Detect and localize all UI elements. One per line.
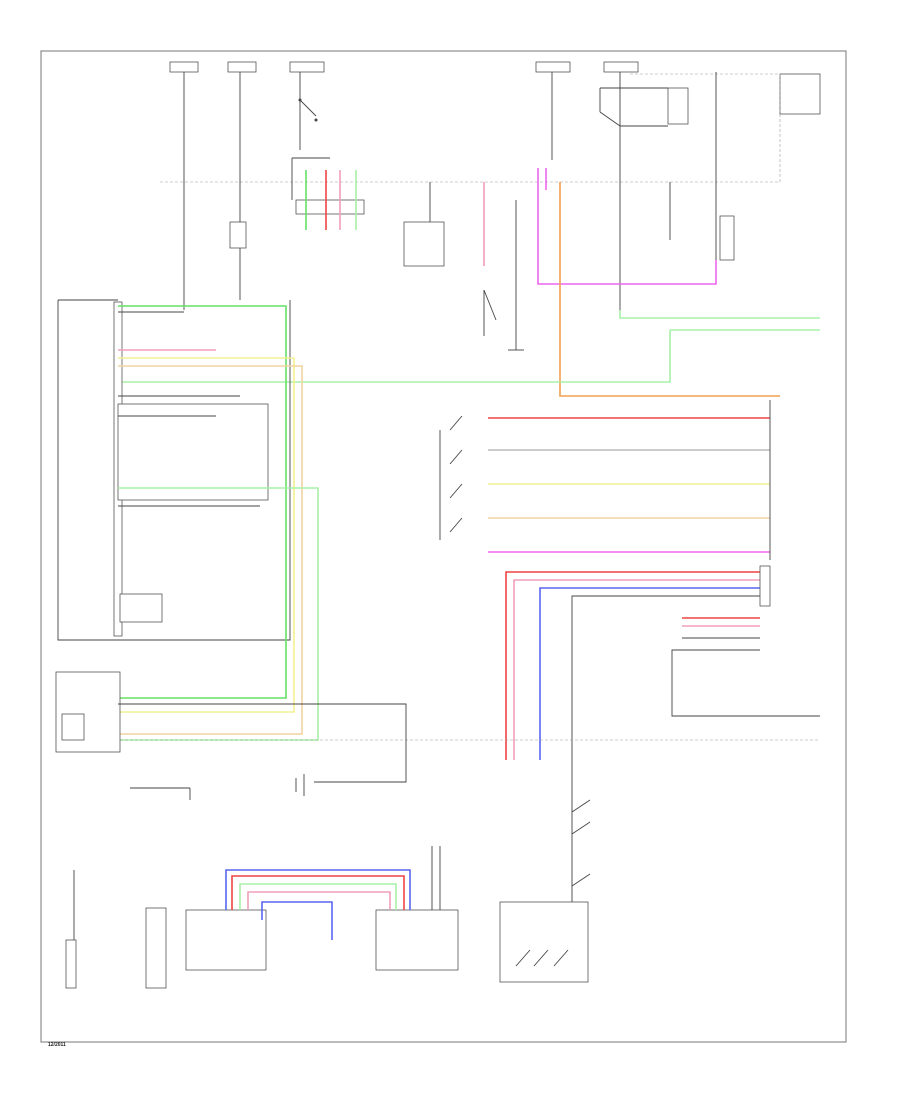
top-fuse-connectors: [169, 61, 821, 115]
lower-center-parts: [130, 774, 305, 800]
lower-left-connector: [55, 671, 407, 783]
bottom-connectors: [65, 870, 589, 989]
bottom-color-loops: [225, 846, 441, 940]
footer-code: 12/2011: [48, 1042, 66, 1048]
left-ecu-module: [57, 299, 291, 641]
relay-top-right: [599, 87, 689, 127]
diagram-frame: [40, 50, 847, 1043]
ignition-switch: [298, 98, 318, 122]
right-switch-symbols: [439, 415, 463, 540]
mid-right-bundle: [60, 565, 820, 760]
center-ground-switch: [483, 200, 524, 351]
bottom-right-switch: [515, 760, 591, 967]
top-color-wires: [118, 168, 820, 397]
top-feed-wires: [183, 72, 717, 310]
ecu-output-wires: [118, 305, 319, 741]
right-switch-wires: [488, 400, 771, 560]
